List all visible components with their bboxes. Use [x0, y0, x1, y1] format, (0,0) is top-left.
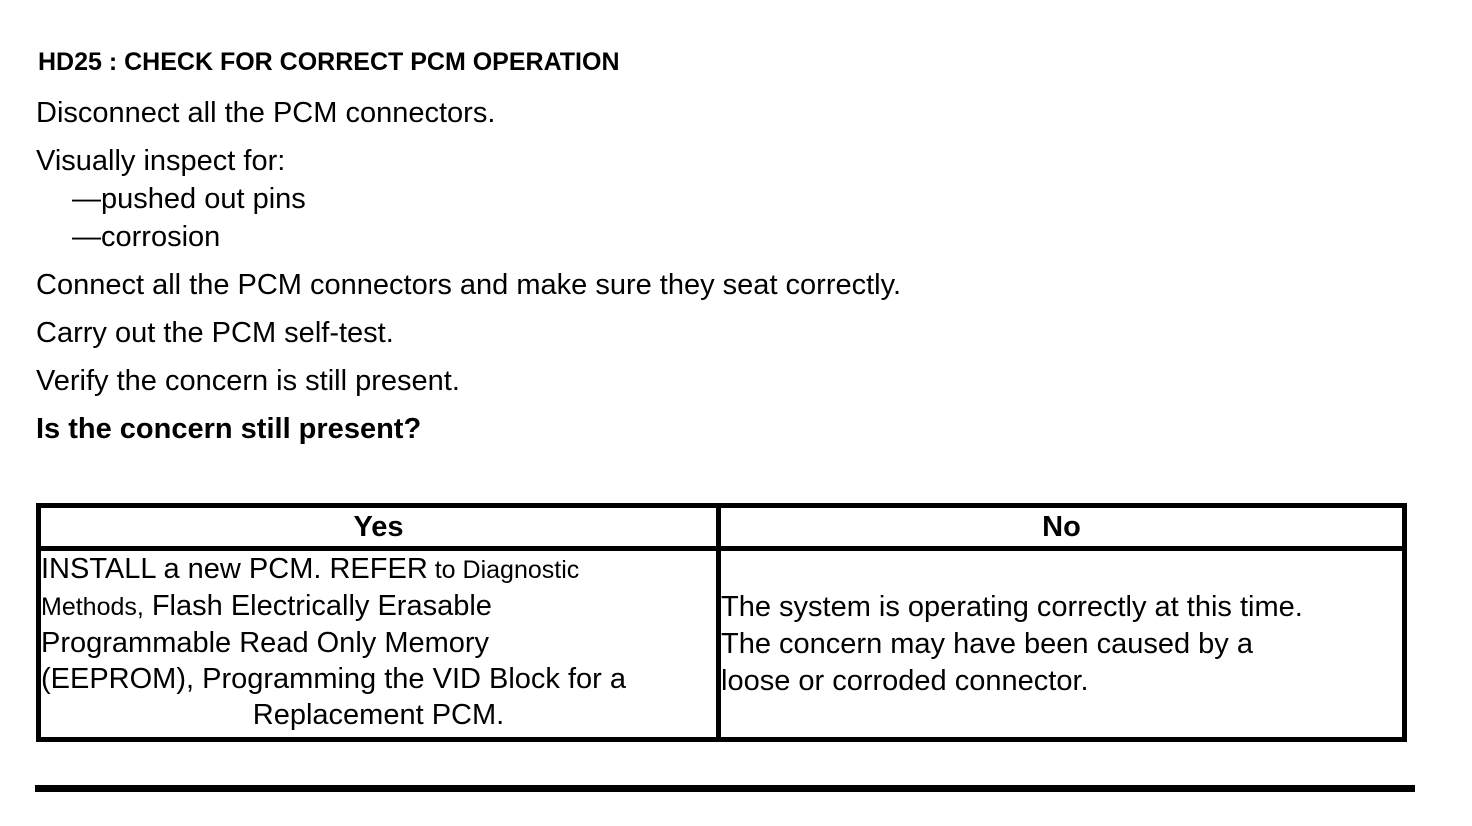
section-divider-rule: [35, 785, 1415, 792]
cell-text-line: Replacement PCM.: [252, 699, 505, 731]
procedure-heading: HD25 : CHECK FOR CORRECT PCM OPERATION: [38, 48, 620, 76]
cell-text-line: Methods,Flash Electrically Erasable: [41, 588, 716, 625]
inspection-item: —corrosion: [72, 221, 221, 253]
decision-table: Yes No INSTALL a new PCM. REFER to Diagn…: [36, 503, 1407, 742]
cell-text-line: The concern may have been caused by a: [721, 627, 1253, 660]
no-action-cell: The system is operating correctly at thi…: [716, 546, 1407, 742]
no-column-header: No: [716, 503, 1407, 551]
cell-text-line: (EEPROM), Programming the VID Block for …: [41, 663, 626, 695]
inspection-item: —pushed out pins: [72, 183, 306, 215]
step-line: Verify the concern is still present.: [36, 365, 460, 397]
table-body-row: INSTALL a new PCM. REFER to Diagnostic M…: [36, 546, 1407, 742]
cell-text-line: The system is operating correctly at thi…: [721, 590, 1303, 623]
procedure-steps: Disconnect all the PCM connectors. Visua…: [36, 94, 1136, 448]
step-line: Connect all the PCM connectors and make …: [36, 269, 902, 301]
table-header-row: Yes No: [36, 503, 1407, 551]
cell-text-line: INSTALL a new PCM. REFER to Diagnostic: [41, 551, 716, 588]
step-line: Carry out the PCM self-test.: [36, 317, 394, 349]
cell-text-line: Programmable Read Only Memory: [41, 627, 490, 659]
action-text: Flash Electrically Erasable: [151, 590, 492, 622]
step-line: Visually inspect for:: [36, 145, 286, 177]
action-text: INSTALL a new PCM. REFER: [41, 553, 428, 585]
step-line: Disconnect all the PCM connectors.: [36, 97, 496, 129]
yes-column-header: Yes: [36, 503, 721, 551]
cell-text-line: loose or corroded connector.: [721, 664, 1089, 697]
decision-question: Is the concern still present?: [36, 413, 422, 445]
refer-link-text: to Diagnostic: [427, 556, 580, 584]
yes-action-cell: INSTALL a new PCM. REFER to Diagnostic M…: [36, 546, 721, 742]
refer-link-text: Methods,: [41, 593, 144, 621]
